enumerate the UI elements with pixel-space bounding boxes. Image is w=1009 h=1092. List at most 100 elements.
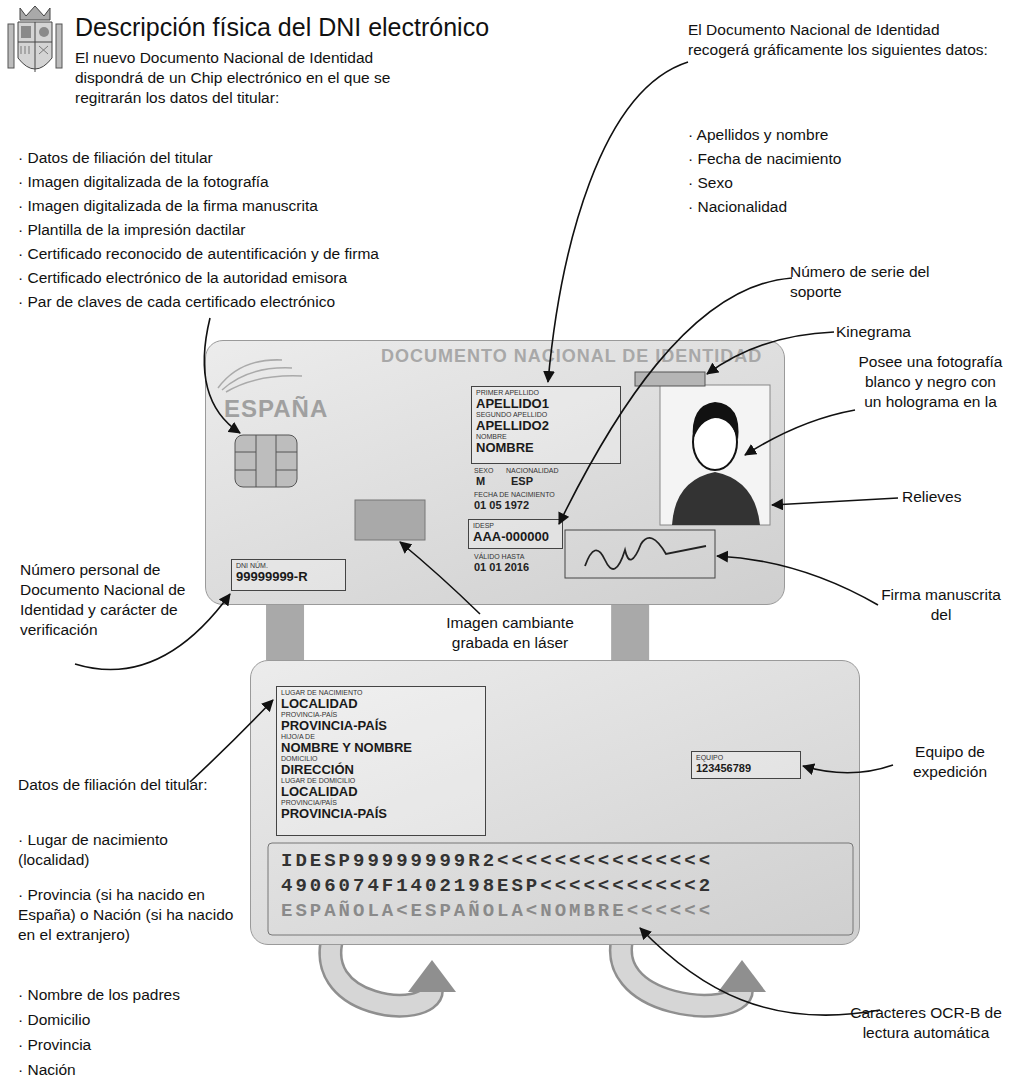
leader-line <box>204 318 240 433</box>
coat-of-arms-pillar <box>8 24 14 68</box>
list-item: · Provincia <box>18 1035 243 1055</box>
coat-of-arms-bars <box>21 46 29 54</box>
list-item: · Provincia (si ha nacido en España) o N… <box>18 885 243 945</box>
coat-of-arms-castle <box>21 26 31 38</box>
kinegram <box>635 372 705 386</box>
field-value: LOCALIDAD <box>281 785 481 799</box>
list-item: · Certificado electrónico de la autorida… <box>18 268 438 288</box>
leader-line <box>75 594 230 670</box>
logo-waves <box>218 360 302 392</box>
card-text: 4906074F1402198ESP<<<<<<<<<<<2 <box>281 876 713 897</box>
laser-image <box>355 500 425 540</box>
card-text: NACIONALIDAD <box>506 467 559 475</box>
coat-of-arms-shield <box>18 22 52 69</box>
leader-line <box>190 700 273 782</box>
coat-of-arms-lion <box>39 27 49 37</box>
serial-number-box: IDESPAAA-000000 <box>468 519 563 549</box>
card-text: 01 01 2016 <box>474 561 529 573</box>
leader-line <box>745 410 855 455</box>
coat-of-arms-quarters <box>18 22 52 72</box>
callout-label: Caracteres OCR-B de lectura automática <box>845 1003 1007 1043</box>
list-item: · Apellidos y nombre <box>688 125 988 145</box>
card-text: SEXO <box>474 467 493 475</box>
field-caption: PROVINCIA-PAÍS <box>281 711 481 719</box>
card-text: FECHA DE NACIMIENTO <box>474 491 555 499</box>
list-item: · Nacionalidad <box>688 197 988 217</box>
callout-label: Imagen cambiante grabada en láser <box>425 613 595 653</box>
card-text: IDESP99999999R2<<<<<<<<<<<<<<< <box>281 851 713 872</box>
photo-shoulders <box>672 472 760 525</box>
field-caption: HIJO/A DE <box>281 733 481 741</box>
field-caption: NOMBRE <box>476 433 616 441</box>
leader-line <box>548 62 688 382</box>
ocr-band <box>268 843 853 935</box>
callout-label: Kinegrama <box>836 322 986 342</box>
list-item: · Domicilio <box>18 1010 243 1030</box>
field-value: PROVINCIA-PAÍS <box>281 807 481 821</box>
coat-of-arms-pillar <box>56 24 62 68</box>
list-item: · Nombre de los padres <box>18 985 243 1005</box>
field-caption: EQUIPO <box>696 754 796 762</box>
list-item: · Sexo <box>688 173 988 193</box>
dni-number-box: DNI NÚM.99999999-R <box>231 559 346 591</box>
intro-text: El nuevo Documento Nacional de Identidad… <box>75 48 415 108</box>
rotation-arrow-head <box>718 960 766 992</box>
field-caption: LUGAR DE DOMICILIO <box>281 777 481 785</box>
card-text: M <box>476 475 485 487</box>
callout-label: Datos de filiación del titular: <box>18 775 218 795</box>
field-caption: PRIMER APELLIDO <box>476 389 616 397</box>
coat-of-arms-crown <box>20 6 50 20</box>
photo-hair <box>693 402 739 440</box>
fold-band <box>611 605 649 660</box>
field-caption: SEGUNDO APELLIDO <box>476 411 616 419</box>
chip <box>235 435 297 487</box>
field-value: APELLIDO1 <box>476 397 616 411</box>
callout-label: Firma manuscrita del <box>880 585 1002 625</box>
list-item: · Lugar de nacimiento (localidad) <box>18 830 223 870</box>
list-item: · Datos de filiación del titular <box>18 148 438 168</box>
leader-line <box>803 765 893 773</box>
leader-line <box>707 332 834 374</box>
card-text: 01 05 1972 <box>474 499 529 511</box>
field-value: 99999999-R <box>236 570 341 584</box>
name-field-box: PRIMER APELLIDOAPELLIDO1SEGUNDO APELLIDO… <box>471 386 621 464</box>
callout-label: Posee una fotografía blanco y negro con … <box>858 352 1003 412</box>
signature-box <box>565 530 715 578</box>
field-value: PROVINCIA-PAÍS <box>281 719 481 733</box>
card-text: VÁLIDO HASTA <box>474 553 524 561</box>
rotation-arrow-head <box>408 960 456 992</box>
field-value: LOCALIDAD <box>281 697 481 711</box>
title: Descripción física del DNI electrónico <box>75 12 489 42</box>
field-value: APELLIDO2 <box>476 419 616 433</box>
coat-of-arms-chains <box>39 46 48 54</box>
field-caption: DOMICILIO <box>281 755 481 763</box>
list-item: · Plantilla de la impresión dactilar <box>18 220 438 240</box>
list-item: · Imagen digitalizada de la fotografía <box>18 172 438 192</box>
list-item: · Fecha de nacimiento <box>688 149 988 169</box>
field-value: NOMBRE <box>476 441 616 455</box>
card-text: ESPAÑOLA<ESPAÑOLA<NOMBRE<<<<<< <box>281 901 713 922</box>
leader-line <box>559 278 792 524</box>
field-caption: DNI NÚM. <box>236 562 341 570</box>
list-item: · Par de claves de cada certificado elec… <box>18 292 438 312</box>
list-item: · Nación <box>18 1060 243 1080</box>
leader-line <box>717 556 878 605</box>
id-card-front: DOCUMENTO NACIONAL DE IDENTIDAD ESPAÑA SEX… <box>205 340 785 605</box>
holder-data-box: LUGAR DE NACIMIENTOLOCALIDADPROVINCIA-PA… <box>276 686 486 836</box>
card-text: ESPAÑA <box>224 396 328 422</box>
card-text: DOCUMENTO NACIONAL DE IDENTIDAD <box>381 347 762 367</box>
field-value: AAA-000000 <box>473 530 558 544</box>
field-value: 123456789 <box>696 762 796 774</box>
field-caption: PROVINCIA/PAÍS <box>281 799 481 807</box>
fold-band <box>266 605 304 660</box>
field-caption: LUGAR DE NACIMIENTO <box>281 689 481 697</box>
photo-face <box>693 414 737 470</box>
callout-label: Relieves <box>902 487 1002 507</box>
field-caption: IDESP <box>473 522 558 530</box>
field-value: NOMBRE Y NOMBRE <box>281 741 481 755</box>
photo-frame <box>660 385 770 525</box>
leader-line <box>400 542 480 614</box>
leader-line <box>640 928 880 1015</box>
chip-contacts <box>235 435 297 487</box>
signature <box>585 538 706 569</box>
